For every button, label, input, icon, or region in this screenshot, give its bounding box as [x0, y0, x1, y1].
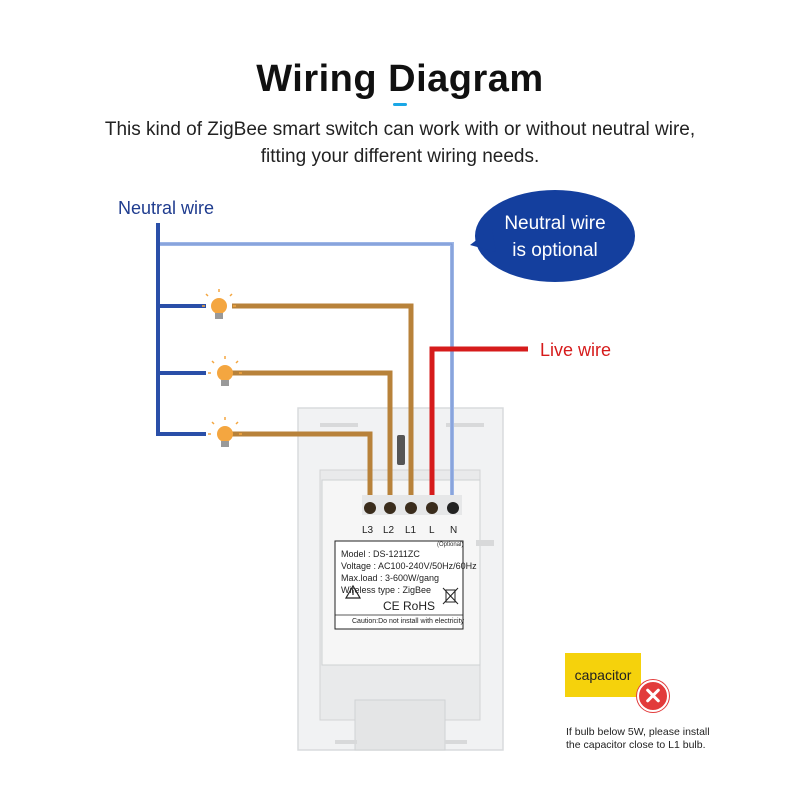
terminal-label-l2: L2: [383, 525, 395, 536]
terminal-label-l3: L3: [362, 525, 374, 536]
bubble-line-2: is optional: [512, 240, 598, 261]
capacitor-label: capacitor: [565, 653, 641, 697]
recycle-bin-icon: [442, 587, 459, 605]
bulb-icon-2: [208, 356, 242, 386]
terminal-label-n: N: [450, 525, 458, 536]
plate-marks: CE RoHS: [383, 599, 436, 613]
title-underline: [393, 103, 407, 106]
load-wires: [232, 303, 414, 505]
subtitle-line-2: fitting your different wiring needs.: [260, 146, 540, 167]
neutral-wire-label: Neutral wire: [118, 198, 215, 218]
bulb-icon-1: [202, 289, 236, 319]
capacitor-note: If bulb below 5W, please install the cap…: [566, 726, 710, 752]
plate-maxload: Max.load : 3-600W/gang: [341, 573, 440, 583]
terminal-screws: [362, 495, 462, 515]
neutral-optional-wire: [160, 242, 454, 505]
bulb-icon-3: [208, 417, 242, 447]
live-wire-label: Live wire: [540, 340, 612, 360]
subtitle-line-1: This kind of ZigBee smart switch can wor…: [104, 119, 696, 140]
capacitor-note-line-1: If bulb below 5W, please install: [566, 726, 710, 738]
plate-wireless: Wireless type : ZigBee: [341, 585, 432, 595]
terminal-label-l1: L1: [405, 525, 417, 536]
live-wire: [429, 346, 528, 505]
terminal-optional-note: (Optional): [437, 542, 464, 548]
bubble-line-1: Neutral wire: [504, 213, 606, 234]
page-title: Wiring Diagram: [256, 58, 544, 100]
terminal-label-l: L: [429, 525, 435, 536]
rating-plate: [334, 540, 464, 630]
capacitor-text: capacitor: [574, 667, 632, 683]
warning-icon: [344, 584, 362, 599]
speech-bubble: [470, 190, 635, 282]
plate-voltage: Voltage : AC100-240V/50Hz/60Hz: [341, 561, 477, 571]
subtitle: This kind of ZigBee smart switch can wor…: [0, 116, 800, 170]
plate-model: Model : DS-1211ZC: [341, 549, 420, 559]
neutral-bus: [156, 223, 206, 436]
close-icon: [637, 680, 669, 712]
capacitor-note-line-2: the capacitor close to L1 bulb.: [566, 739, 706, 751]
plate-caution: Caution:Do not install with electricity: [352, 618, 465, 625]
bubble-text: Neutral wire is optional: [487, 210, 623, 264]
